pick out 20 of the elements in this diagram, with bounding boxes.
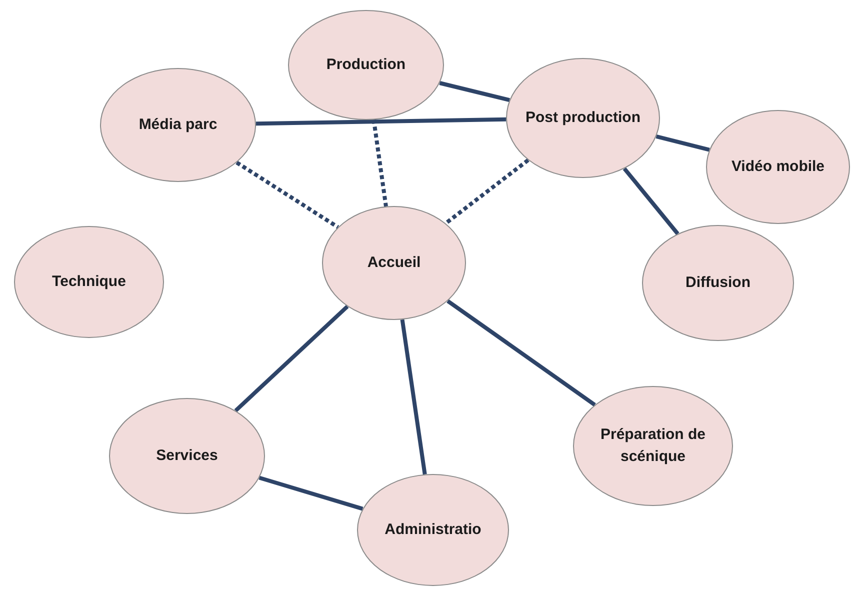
- node-label: Services: [156, 446, 218, 466]
- connector: [234, 304, 349, 412]
- node-label: Accueil: [367, 253, 421, 274]
- connector: [439, 81, 510, 102]
- node-label: Production: [326, 55, 406, 76]
- dashed-connector: [236, 160, 340, 229]
- node-label: Post production: [526, 108, 640, 128]
- connector: [256, 117, 506, 126]
- dashed-connector: [444, 158, 530, 225]
- node-label: Diffusion: [686, 273, 750, 294]
- connector: [400, 319, 427, 475]
- node-label: Administratio: [384, 520, 482, 540]
- connector: [446, 299, 596, 406]
- connector: [656, 134, 710, 152]
- connector: [258, 476, 364, 511]
- node-label: Technique: [52, 272, 126, 292]
- node-label: Préparation de scénique: [599, 425, 707, 467]
- node-label: Vidéo mobile: [731, 157, 825, 178]
- connector: [622, 167, 680, 236]
- node-label: Média parc: [138, 115, 218, 136]
